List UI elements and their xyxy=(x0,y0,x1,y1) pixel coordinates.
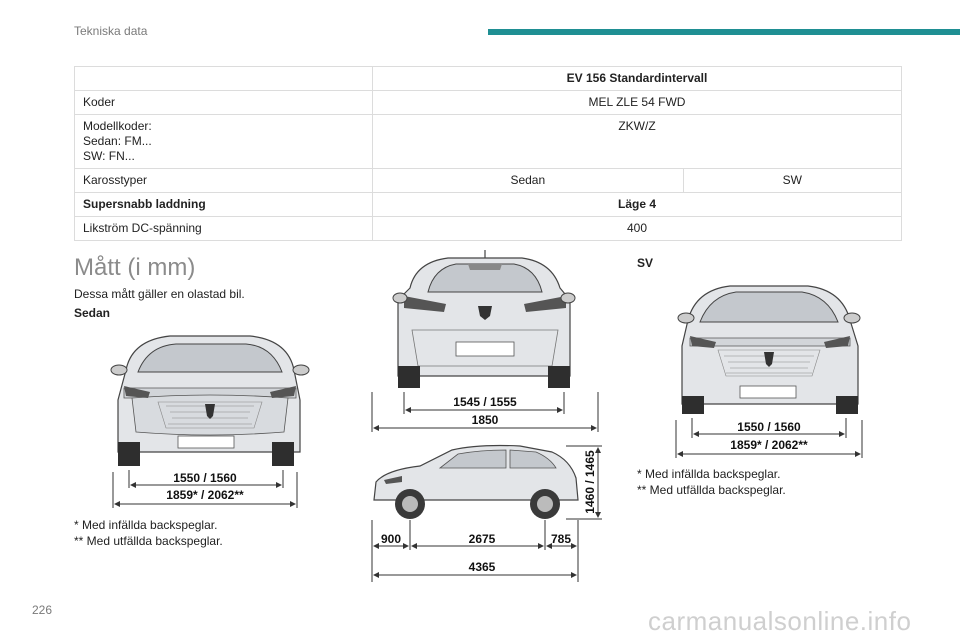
sedan-subheading: Sedan xyxy=(74,306,111,320)
sedan-dimension-lines xyxy=(112,470,298,508)
dim-height: 1460 / 1465 xyxy=(583,450,597,514)
rear-emblem-icon xyxy=(478,306,492,320)
section-header-title: Tekniska data xyxy=(74,24,148,38)
mirror-left xyxy=(110,364,128,376)
dim-sedan-front-width: 1859* / 2062** xyxy=(166,488,244,502)
table-row: Supersnabb laddning Läge 4 xyxy=(74,192,902,217)
sv-front-view-drawing xyxy=(677,285,861,414)
rear-window xyxy=(509,449,557,469)
table-row: Koder MEL ZLE 54 FWD xyxy=(74,90,902,115)
table-cell: Sedan xyxy=(372,168,684,193)
rear-tyre-right xyxy=(548,366,570,388)
table-row-label: Likström DC-spänning xyxy=(74,216,373,241)
intro-text: Dessa mått gäller en olastad bil. xyxy=(74,287,245,301)
header-accent-bar xyxy=(488,29,960,35)
rear-spoiler xyxy=(468,264,502,270)
dim-front-overhang: 900 xyxy=(381,532,401,546)
spec-table: EV 156 Standardintervall Koder MEL ZLE 5… xyxy=(74,66,903,241)
brand-emblem-icon xyxy=(205,404,215,419)
table-label-line: Modellkoder: xyxy=(83,119,152,133)
dim-sv-front-track: 1550 / 1560 xyxy=(737,420,801,434)
page-number: 226 xyxy=(32,603,53,617)
table-label-line: Sedan: FM... xyxy=(83,134,152,148)
table-row-label: Supersnabb laddning xyxy=(74,192,373,217)
table-cell: ZKW/Z xyxy=(372,114,902,169)
table-cell-empty xyxy=(74,66,373,91)
table-cell: MEL ZLE 54 FWD xyxy=(372,90,902,115)
table-row: Karosstyper Sedan SW xyxy=(74,168,903,193)
dim-rear-overhang: 785 xyxy=(551,532,571,546)
dim-rear-track: 1545 / 1555 xyxy=(453,395,517,409)
license-plate xyxy=(177,435,235,449)
taillight-right xyxy=(524,296,566,312)
sv-emblem-icon xyxy=(764,352,774,367)
mirror-right xyxy=(292,364,310,376)
headlight-left xyxy=(124,386,150,398)
sv-subheading: SV xyxy=(637,256,654,270)
section-title: Mått (i mm) xyxy=(74,254,196,281)
table-label-line: SW: FN... xyxy=(83,149,135,163)
sedan-front-view-drawing xyxy=(110,335,310,466)
rear-tyre-left xyxy=(398,366,420,388)
side-dimension-lines xyxy=(371,445,602,582)
dim-sedan-front-track: 1550 / 1560 xyxy=(173,471,237,485)
table-row: Likström DC-spänning 400 xyxy=(74,216,902,241)
dim-sv-front-width: 1859* / 2062** xyxy=(730,438,808,452)
table-row-label: Modellkoder: Sedan: FM... SW: FN... xyxy=(74,114,373,169)
footnote-left-1: * Med infällda backspeglar. xyxy=(74,518,218,532)
table-cell: SW xyxy=(682,168,903,193)
table-cell: Läge 4 xyxy=(372,192,902,217)
table-row-label: Karosstyper xyxy=(74,168,373,193)
rear-license-plate xyxy=(455,341,515,357)
tyre-right xyxy=(272,442,294,466)
rear-dimension-lines xyxy=(371,392,599,432)
table-row: Modellkoder: Sedan: FM... SW: FN... ZKW/… xyxy=(74,114,902,169)
footnote-left-2: ** Med utfällda backspeglar. xyxy=(74,534,223,548)
sv-license-plate xyxy=(739,385,797,399)
dim-wheelbase: 2675 xyxy=(469,532,496,546)
side-view-drawing xyxy=(373,444,579,519)
footnote-right-2: ** Med utfällda backspeglar. xyxy=(637,483,786,497)
watermark: carmanualsonline.info xyxy=(648,606,912,636)
sv-dimension-lines xyxy=(675,418,863,458)
headlight-right xyxy=(270,386,296,398)
front-window xyxy=(438,449,507,469)
rear-view-drawing xyxy=(392,250,576,388)
taillight-left xyxy=(404,296,446,312)
table-row: EV 156 Standardintervall xyxy=(74,66,902,91)
dim-length: 4365 xyxy=(469,560,496,574)
footnote-right-1: * Med infällda backspeglar. xyxy=(637,467,781,481)
dim-rear-width: 1850 xyxy=(472,413,499,427)
table-header-cell: EV 156 Standardintervall xyxy=(372,66,902,91)
table-cell: 400 xyxy=(372,216,902,241)
tyre-left xyxy=(118,442,140,466)
